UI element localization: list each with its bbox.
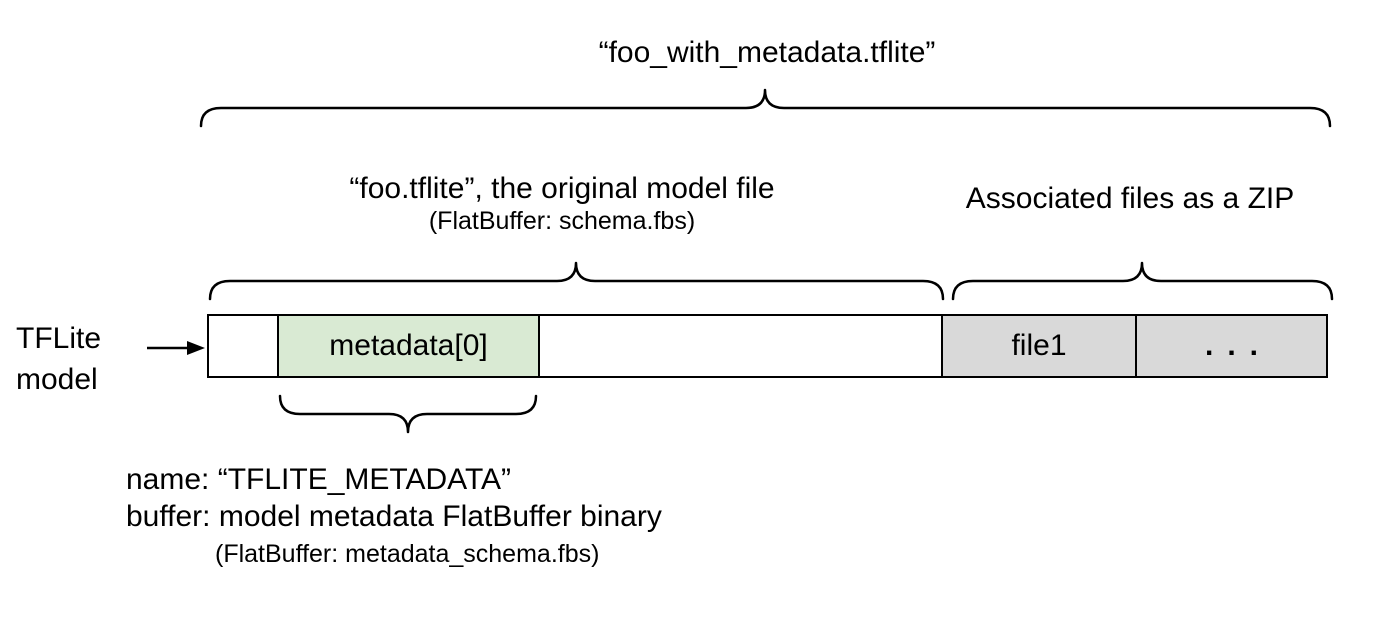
arrow-right-icon: [145, 339, 205, 362]
bar-segment-model-body: [538, 316, 941, 376]
model-file-label: “foo.tflite”, the original model file: [349, 172, 775, 205]
metadata-buffer-line: buffer: model metadata FlatBuffer binary: [126, 500, 662, 533]
zip-region-brace: [951, 261, 1334, 301]
model-file-brace: [208, 261, 945, 301]
file-title: “foo_with_metadata.tflite”: [598, 36, 936, 69]
metadata-name-line: name: “TFLITE_METADATA”: [126, 463, 512, 496]
bar-segment-metadata: metadata[0]: [277, 316, 538, 376]
model-file-section-label: “foo.tflite”, the original model file (F…: [349, 172, 774, 236]
bar-segment-header: [209, 316, 277, 376]
metadata-brace: [278, 394, 538, 434]
model-file-sublabel: (FlatBuffer: schema.fbs): [428, 207, 696, 235]
bar-segment-file1: file1: [941, 316, 1135, 376]
tflite-file-bar: metadata[0] file1 ...: [207, 314, 1328, 378]
whole-file-brace: [199, 88, 1332, 128]
associated-files-label: Associated files as a ZIP: [965, 182, 1295, 215]
tflite-model-label: TFLite model: [16, 322, 102, 396]
bar-segment-more-files: ...: [1135, 316, 1326, 376]
metadata-schema-line: (FlatBuffer: metadata_schema.fbs): [215, 540, 600, 568]
